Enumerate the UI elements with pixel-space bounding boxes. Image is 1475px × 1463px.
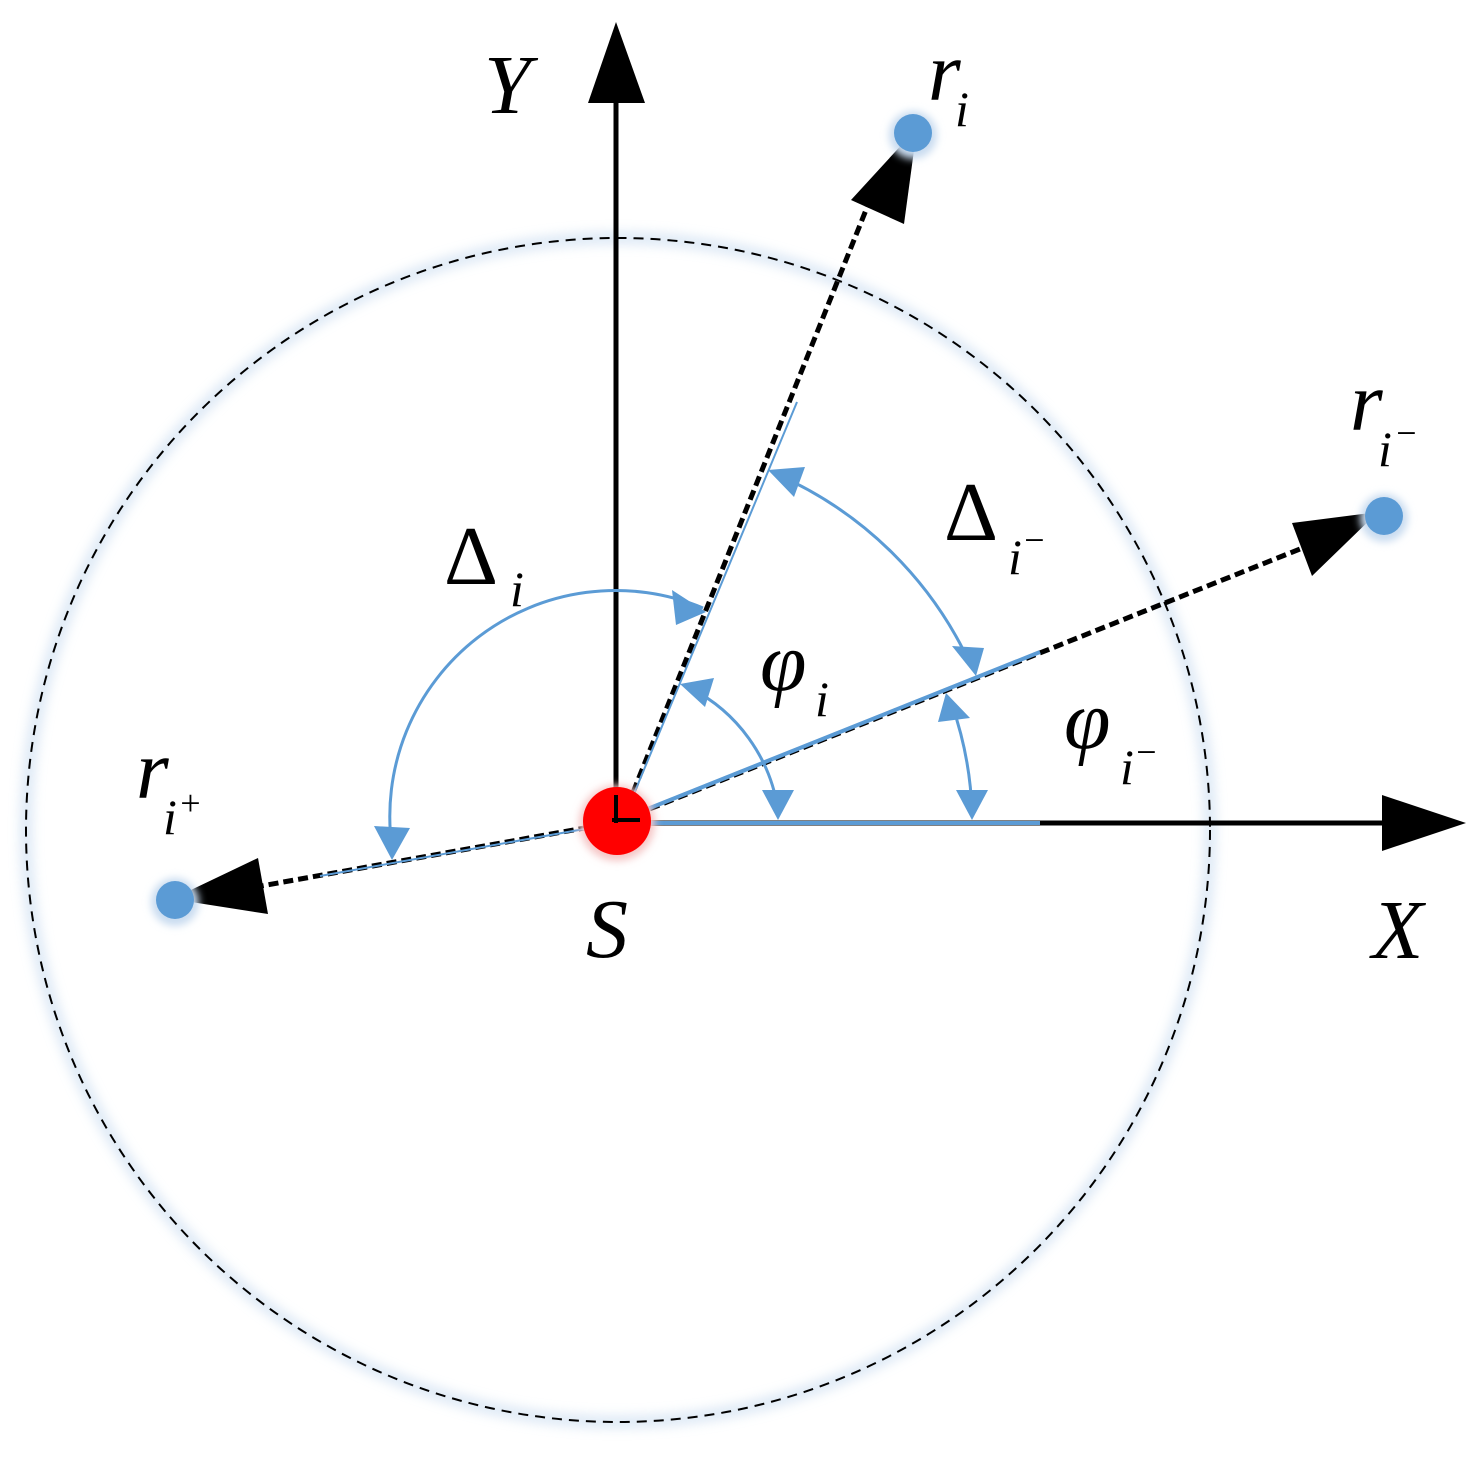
arc-phi-i-minus-arrow-end xyxy=(956,790,988,820)
label-r-i-plus: r i + xyxy=(136,724,202,845)
node-r-i xyxy=(894,114,932,152)
label-phi-i: φ i xyxy=(760,616,829,727)
label-r-i: r i xyxy=(928,26,969,137)
node-r-i-minus xyxy=(1365,497,1403,535)
svg-text:i: i xyxy=(815,671,829,727)
arc-delta-i-arrow-start xyxy=(374,826,410,860)
arc-phi-i-arrow-end xyxy=(762,790,794,820)
svg-text:+: + xyxy=(178,783,202,823)
svg-text:i: i xyxy=(955,81,969,137)
svg-text:i: i xyxy=(1120,739,1134,795)
svg-text:r: r xyxy=(136,724,169,817)
y-axis-label: Y xyxy=(484,39,539,132)
svg-text:φ: φ xyxy=(760,616,806,709)
svg-text:r: r xyxy=(1350,356,1383,449)
label-r-i-minus: r i − xyxy=(1350,356,1418,477)
arc-delta-i-minus-arrow-start xyxy=(768,467,805,497)
svg-text:−: − xyxy=(1394,413,1418,453)
svg-text:−: − xyxy=(1022,520,1046,560)
svg-text:φ: φ xyxy=(1064,674,1110,767)
x-axis-label: X xyxy=(1369,884,1427,977)
origin-label: S xyxy=(586,883,628,976)
angle-arc-delta-i-minus xyxy=(775,472,974,669)
label-phi-i-minus: φ i − xyxy=(1064,674,1158,795)
ray-r-i-minus-arrowhead xyxy=(1292,512,1378,576)
svg-text:i: i xyxy=(510,561,524,617)
arc-phi-i-minus-arrow-start xyxy=(938,693,970,722)
svg-text:−: − xyxy=(1134,732,1158,772)
ray-r-i-plus-blue xyxy=(319,827,591,877)
node-r-i-plus xyxy=(156,881,194,919)
ray-r-i-minus-blue xyxy=(639,650,1041,814)
ray-r-i-blue xyxy=(627,401,798,809)
svg-text:Δ: Δ xyxy=(444,510,498,603)
x-axis-arrowhead xyxy=(1382,795,1466,851)
y-axis-arrowhead xyxy=(588,22,645,103)
arc-delta-i-minus-arrow-end xyxy=(952,646,984,676)
svg-text:Δ: Δ xyxy=(944,466,998,559)
arc-phi-i-arrow-start xyxy=(680,678,714,707)
label-delta-i: Δ i xyxy=(444,510,524,617)
svg-text:i: i xyxy=(163,789,177,845)
label-delta-i-minus: Δ i − xyxy=(944,466,1046,585)
svg-text:i: i xyxy=(1008,529,1022,585)
svg-text:r: r xyxy=(928,26,961,119)
svg-text:i: i xyxy=(1378,421,1392,477)
angle-arc-delta-i xyxy=(388,589,704,849)
arc-delta-i-arrow-end xyxy=(672,590,706,625)
ray-r-i xyxy=(619,199,873,821)
